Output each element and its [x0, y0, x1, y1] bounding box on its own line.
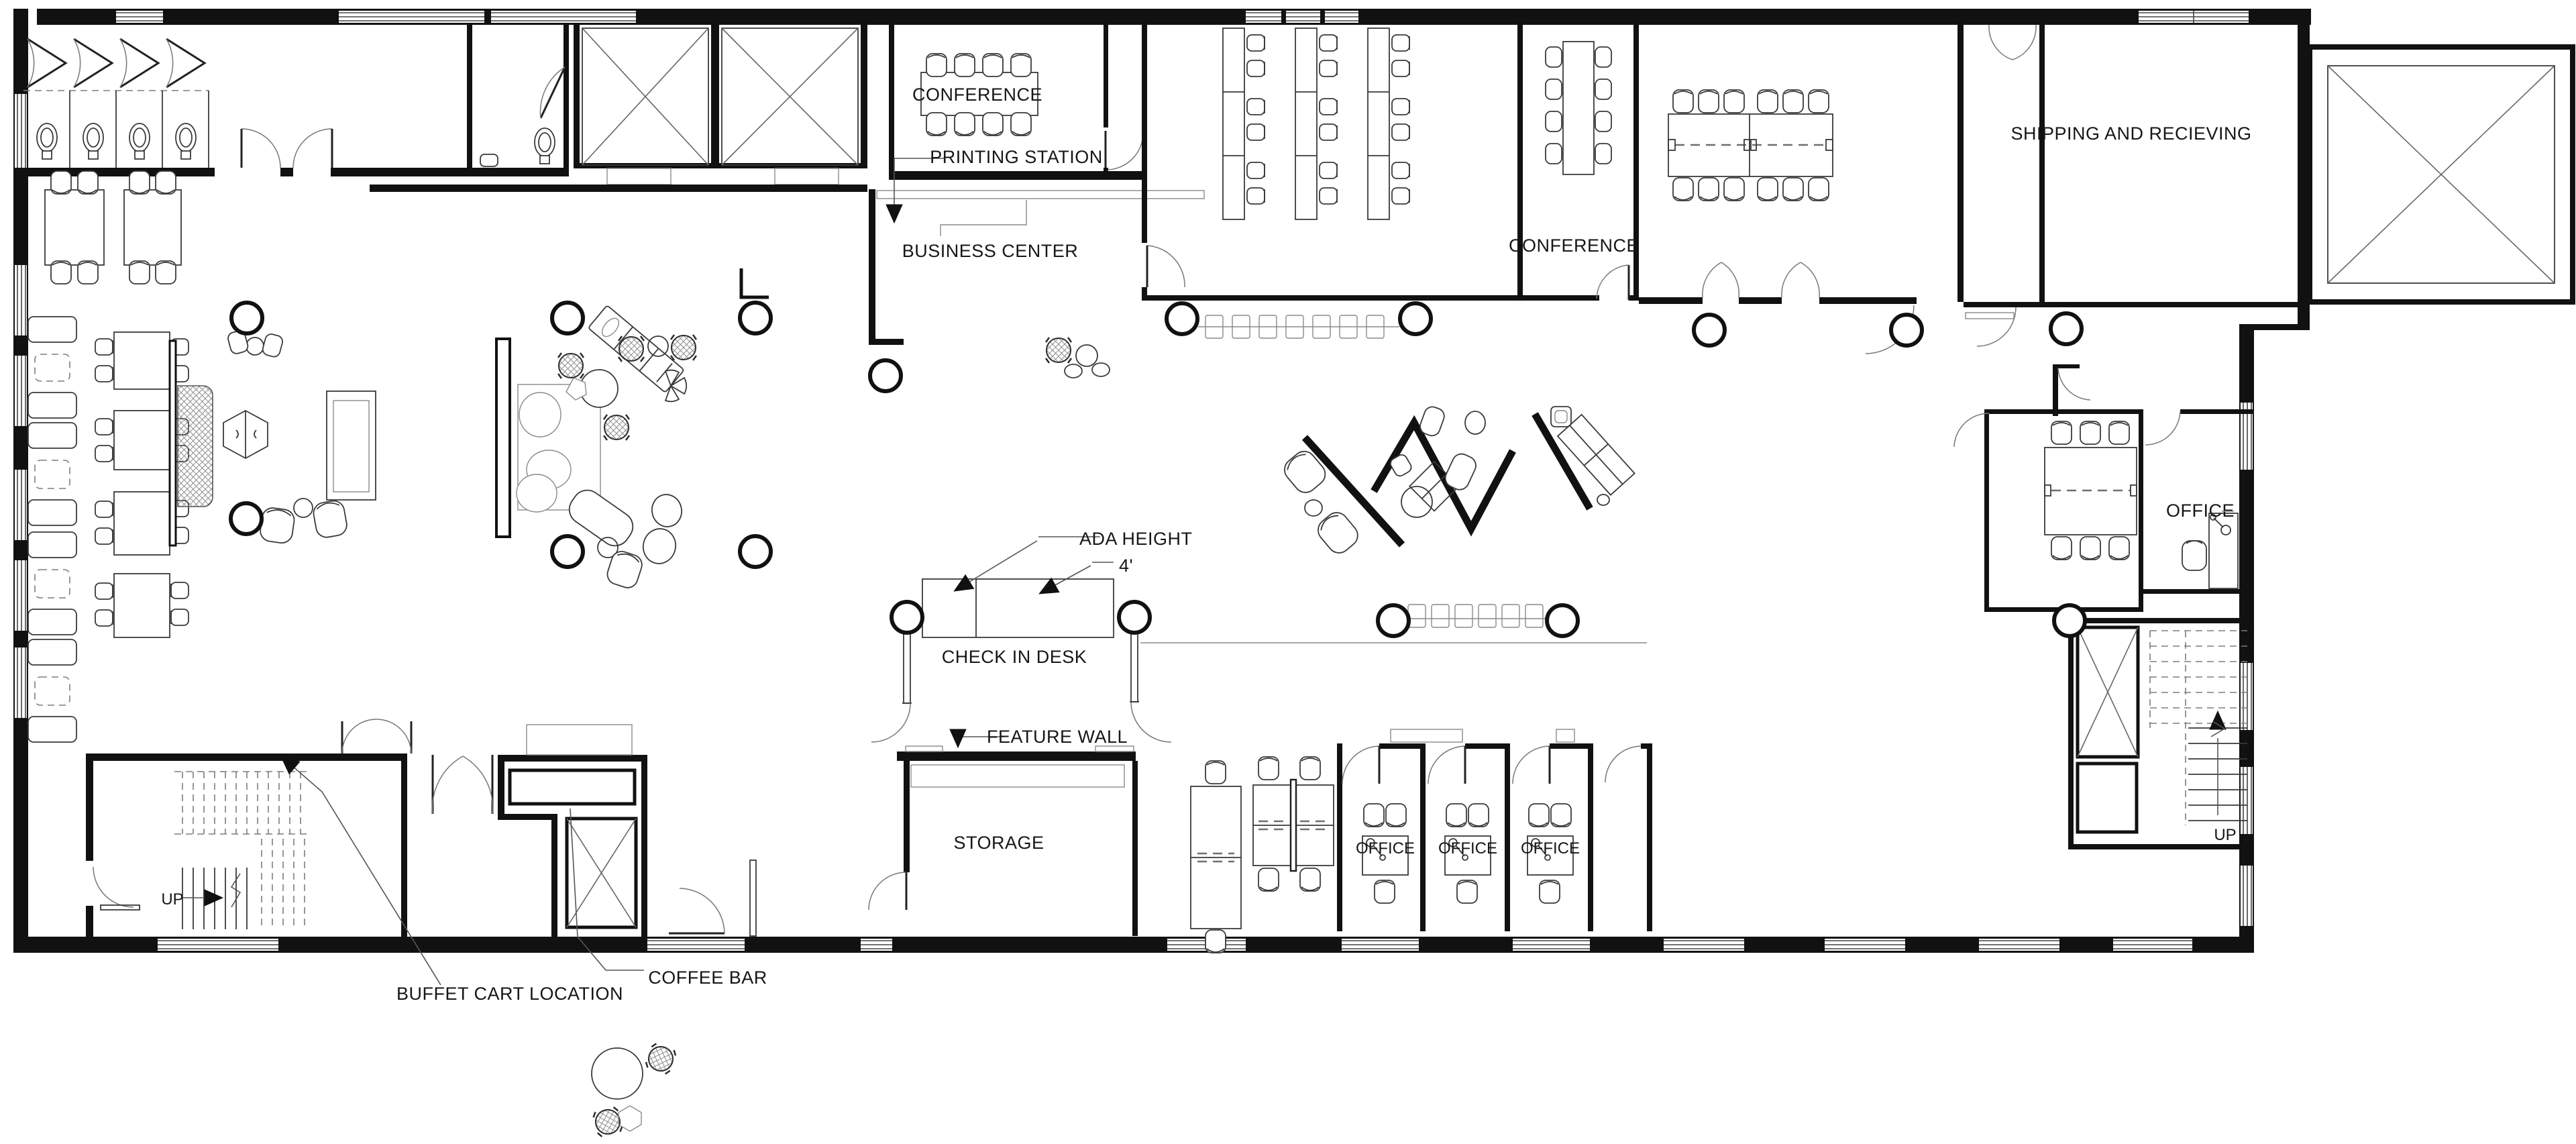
dining-table-4top-2 — [123, 170, 182, 284]
office-2: OFFICE — [1438, 803, 1497, 904]
frame-table — [326, 391, 376, 501]
screen-l — [739, 268, 769, 299]
label-business-center: BUSINESS CENTER — [902, 241, 1079, 261]
office-3: OFFICE — [1521, 803, 1580, 904]
partition-screen-1 — [168, 340, 177, 547]
freight-elevator — [2307, 44, 2575, 305]
accessible-wc — [467, 25, 569, 176]
room-conference-large — [1639, 25, 1964, 354]
office-right-desk — [2182, 513, 2239, 589]
angled-wall-1 — [1301, 435, 1405, 548]
center-lounge — [516, 268, 1110, 588]
restroom-doors — [240, 128, 333, 168]
offices-row: OFFICE OFFICE OFFICE — [1337, 729, 1652, 931]
right-meeting-office: OFFICE — [1953, 364, 2254, 612]
lounge-vestibule-doors — [341, 719, 494, 815]
label-desk-width: 4' — [1119, 556, 1133, 576]
label-check-in-desk: CHECK IN DESK — [942, 647, 1087, 667]
label-shipping-receiving: SHIPPING AND RECIEVING — [2010, 123, 2251, 144]
coffee-room — [498, 724, 647, 937]
office-1: OFFICE — [1356, 803, 1415, 904]
bistro-set-2 — [617, 333, 698, 363]
elevator-bank — [370, 25, 867, 192]
desk-pod-single — [1190, 760, 1242, 953]
service-bar — [177, 385, 213, 507]
angled-wall-3 — [1532, 412, 1593, 511]
stair-left: UP — [161, 771, 309, 929]
angled-sofa — [1556, 413, 1635, 496]
left-windows — [15, 94, 27, 718]
dining-area — [28, 170, 511, 743]
business-center: PRINTING STATION BUSINESS CENTER — [869, 147, 1205, 345]
label-ada-height: ADA HEIGHT — [1079, 529, 1193, 549]
lounge-pair-left — [260, 498, 347, 544]
stair-room-left: UP — [86, 753, 407, 939]
room-conference-top: CONFERENCE — [889, 25, 1146, 180]
label-up-right: UP — [2214, 826, 2236, 844]
annotations-bottom: BUFFET CART LOCATION COFFEE BAR — [280, 755, 767, 1004]
bottom-windows — [158, 939, 2192, 951]
storage-room: STORAGE — [868, 761, 1138, 936]
check-in-zone: ADA HEIGHT 4' CHECK IN DESK FEATURE WALL… — [868, 529, 1193, 936]
partition-screen-2 — [495, 337, 511, 538]
restrooms — [23, 25, 569, 176]
angled-wall-2 — [1371, 415, 1516, 537]
training-desks — [1222, 28, 1410, 220]
label-printing-station: PRINTING STATION — [930, 147, 1103, 167]
rug — [517, 384, 601, 511]
label-up-left: UP — [161, 890, 183, 908]
toilet-stalls — [27, 38, 209, 168]
stool-counter-mid — [1407, 604, 1551, 628]
stool-counter-top — [1198, 315, 1399, 339]
meeting-table-6 — [2044, 421, 2137, 560]
printing-counter — [876, 190, 1205, 199]
bistro-set-1 — [227, 330, 283, 358]
conference-table-mid — [1545, 41, 1612, 175]
label-buffet-cart: BUFFET CART LOCATION — [396, 984, 623, 1004]
cart-zone — [526, 724, 633, 756]
label-storage: STORAGE — [953, 833, 1044, 853]
check-in-desk — [922, 578, 1114, 638]
label-office-2: OFFICE — [1438, 839, 1497, 857]
south-entry-door — [669, 860, 757, 937]
desk-pod-quad — [1252, 756, 1334, 892]
dining-table-4top-1 — [44, 170, 105, 284]
label-feature-wall: FEATURE WALL — [987, 727, 1128, 747]
bistro-set-3 — [1044, 336, 1110, 378]
dining-tables-column — [95, 331, 189, 638]
label-coffee-bar: COFFEE BAR — [648, 968, 767, 988]
exterior-walls — [13, 9, 2311, 953]
chaise — [568, 489, 634, 547]
label-office-3: OFFICE — [1521, 839, 1580, 857]
label-conference-top: CONFERENCE — [912, 85, 1042, 105]
top-windows — [116, 11, 2249, 23]
training-room — [1142, 25, 1523, 301]
hex-table — [223, 409, 268, 460]
stair-right: UP — [2149, 630, 2247, 844]
right-core: UP — [2068, 618, 2254, 849]
feature-wall: FEATURE WALL — [897, 727, 1136, 761]
outdoor-furniture — [591, 1041, 678, 1139]
open-desk-pods — [1140, 642, 1647, 953]
label-office-1: OFFICE — [1356, 839, 1415, 857]
booth-seating — [28, 316, 77, 743]
room-conference-middle: CONFERENCE — [1509, 25, 1639, 301]
zigzag-lounge — [1284, 406, 1635, 554]
coffee-counter — [508, 768, 637, 806]
room-shipping-receiving: SHIPPING AND RECIEVING — [1964, 24, 2310, 347]
label-office-right: OFFICE — [2166, 501, 2235, 521]
fan-side-table — [664, 369, 688, 403]
conference-table-12 — [1668, 89, 1833, 201]
conference-table-8 — [920, 53, 1038, 136]
label-conference-middle: CONFERENCE — [1509, 236, 1639, 256]
